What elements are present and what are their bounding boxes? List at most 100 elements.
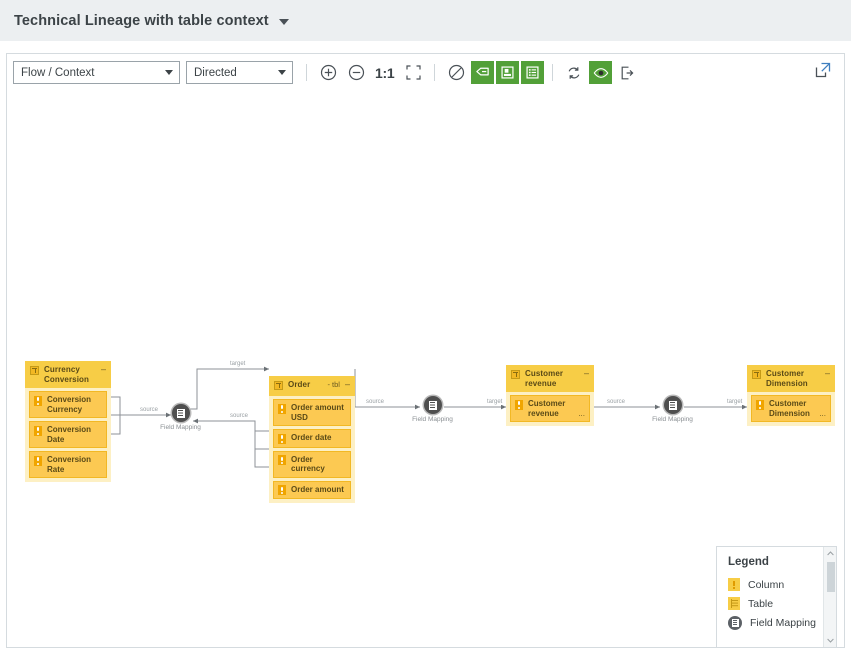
column-node[interactable]: Conversion Rate <box>29 451 107 478</box>
collapse-icon[interactable]: – <box>583 368 589 378</box>
no-overlay-icon[interactable] <box>445 62 467 84</box>
column-node[interactable]: Customer Dimension ... <box>751 395 831 422</box>
graph-toolbar: Flow / Context Directed 1:1 <box>7 54 844 91</box>
edge-label-source: source <box>605 399 628 405</box>
legend-panel: Legend Column Table Field Mapping <box>716 546 837 648</box>
column-node[interactable]: Order amount USD <box>273 399 351 426</box>
column-overflow-icon[interactable]: ... <box>578 409 585 418</box>
legend-item-label: Field Mapping <box>750 616 816 629</box>
legend-item-table: Table <box>728 594 836 613</box>
table-icon <box>30 365 39 375</box>
table-node-currency-conversion[interactable]: Currency Conversion – Conversion Currenc… <box>25 361 111 482</box>
table-node-columns: Customer revenue ... <box>506 392 594 426</box>
table-node-title: Currency Conversion <box>44 365 90 384</box>
field-mapping-icon <box>171 404 190 422</box>
field-mapping-node[interactable]: Field Mapping <box>405 396 460 423</box>
chevron-down-icon[interactable] <box>824 634 836 647</box>
legend-item-column: Column <box>728 575 836 594</box>
zoom-in-icon[interactable] <box>317 62 339 84</box>
eye-icon[interactable] <box>589 61 613 84</box>
table-node-title: Customer revenue <box>525 369 564 388</box>
toolbar-divider <box>306 64 307 81</box>
column-name: Conversion Date <box>47 425 92 444</box>
table-node-columns: Customer Dimension ... <box>747 392 835 426</box>
table-icon <box>728 597 740 610</box>
table-node-columns: Order amount USD Order date Order curren… <box>269 396 355 503</box>
export-icon[interactable] <box>616 62 638 84</box>
column-icon <box>34 395 42 406</box>
legend-item-label: Table <box>748 597 774 610</box>
column-node[interactable]: Order currency <box>273 450 351 478</box>
column-name: Customer Dimension <box>769 399 810 418</box>
lineage-edges <box>111 366 747 468</box>
edge-label-source: source <box>228 413 251 419</box>
column-overflow-icon[interactable]: ... <box>819 409 826 418</box>
column-icon <box>515 399 523 410</box>
column-node[interactable]: Conversion Date <box>29 421 107 448</box>
page-title: Technical Lineage with table context <box>14 12 269 29</box>
field-mapping-label: Field Mapping <box>412 416 453 423</box>
direction-value: Directed <box>194 66 237 79</box>
table-node-header[interactable]: Order - tbl – <box>269 376 355 396</box>
column-node[interactable]: Customer revenue ... <box>510 395 590 422</box>
field-mapping-node[interactable]: Field Mapping <box>645 396 700 423</box>
show-labels-icon[interactable] <box>471 61 495 84</box>
lineage-canvas: Flow / Context Directed 1:1 <box>6 53 845 648</box>
column-name: Conversion Currency <box>47 395 92 414</box>
column-node[interactable]: Order amount <box>273 480 351 499</box>
collapse-icon[interactable]: – <box>100 364 106 374</box>
column-name: Order amount USD <box>291 403 344 422</box>
column-name: Order date <box>291 433 332 442</box>
column-icon <box>756 399 764 410</box>
table-node-columns: Conversion Currency Conversion Date Conv… <box>25 388 111 482</box>
edge-label-target: target <box>485 399 505 405</box>
table-node-title: Customer Dimension <box>766 369 808 388</box>
field-mapping-icon <box>728 615 742 630</box>
toolbar-divider <box>552 64 554 81</box>
column-name: Order currency <box>291 454 325 474</box>
table-node-header[interactable]: Customer Dimension – <box>747 365 835 392</box>
column-icon <box>278 485 286 495</box>
graph-viewport[interactable]: source target source source target sourc… <box>7 91 844 647</box>
show-columns-icon[interactable] <box>496 61 520 84</box>
table-node-meta: - tbl <box>327 380 340 389</box>
collapse-icon[interactable]: – <box>824 368 830 378</box>
open-in-new-window-icon[interactable] <box>814 61 836 83</box>
flow-context-value: Flow / Context <box>21 66 95 79</box>
direction-select[interactable]: Directed <box>186 61 293 84</box>
toolbar-divider <box>434 64 436 81</box>
show-table-icon[interactable] <box>521 61 545 84</box>
zoom-out-icon[interactable] <box>345 62 367 84</box>
edge-label-target: target <box>725 399 745 405</box>
field-mapping-label: Field Mapping <box>160 424 201 431</box>
legend-scrollbar-thumb[interactable] <box>826 562 835 592</box>
table-icon <box>511 369 520 379</box>
column-node[interactable]: Order date <box>273 429 351 448</box>
column-icon <box>728 578 740 591</box>
refresh-icon[interactable] <box>563 62 585 84</box>
collapse-icon[interactable]: – <box>344 379 350 389</box>
column-name: Customer revenue <box>528 399 566 418</box>
table-node-title: Order <box>288 380 311 389</box>
chevron-up-icon[interactable] <box>824 547 836 560</box>
fit-to-screen-icon[interactable] <box>402 62 424 84</box>
chevron-down-icon[interactable] <box>278 18 289 25</box>
field-mapping-node[interactable]: Field Mapping <box>153 404 208 431</box>
column-node[interactable]: Conversion Currency <box>29 391 107 418</box>
legend-title: Legend <box>728 556 769 568</box>
legend-scrollbar[interactable] <box>823 547 836 647</box>
edge-label-source: source <box>364 399 387 405</box>
table-node-customer-revenue[interactable]: Customer revenue – Customer revenue ... <box>506 365 594 426</box>
table-node-header[interactable]: Currency Conversion – <box>25 361 111 388</box>
column-name: Conversion Rate <box>47 455 92 474</box>
table-node-customer-dimension[interactable]: Customer Dimension – Customer Dimension … <box>747 365 835 426</box>
table-node-header[interactable]: Customer revenue – <box>506 365 594 392</box>
column-icon <box>278 455 286 465</box>
zoom-level-label[interactable]: 1:1 <box>375 64 395 81</box>
column-name: Order amount <box>291 484 344 494</box>
table-node-order[interactable]: Order - tbl – Order amount USD Order dat… <box>269 376 355 503</box>
view-selector[interactable]: Technical Lineage with table context <box>0 13 289 29</box>
flow-context-select[interactable]: Flow / Context <box>13 61 180 84</box>
edge-label-source: source <box>138 407 161 413</box>
table-icon <box>274 380 283 390</box>
